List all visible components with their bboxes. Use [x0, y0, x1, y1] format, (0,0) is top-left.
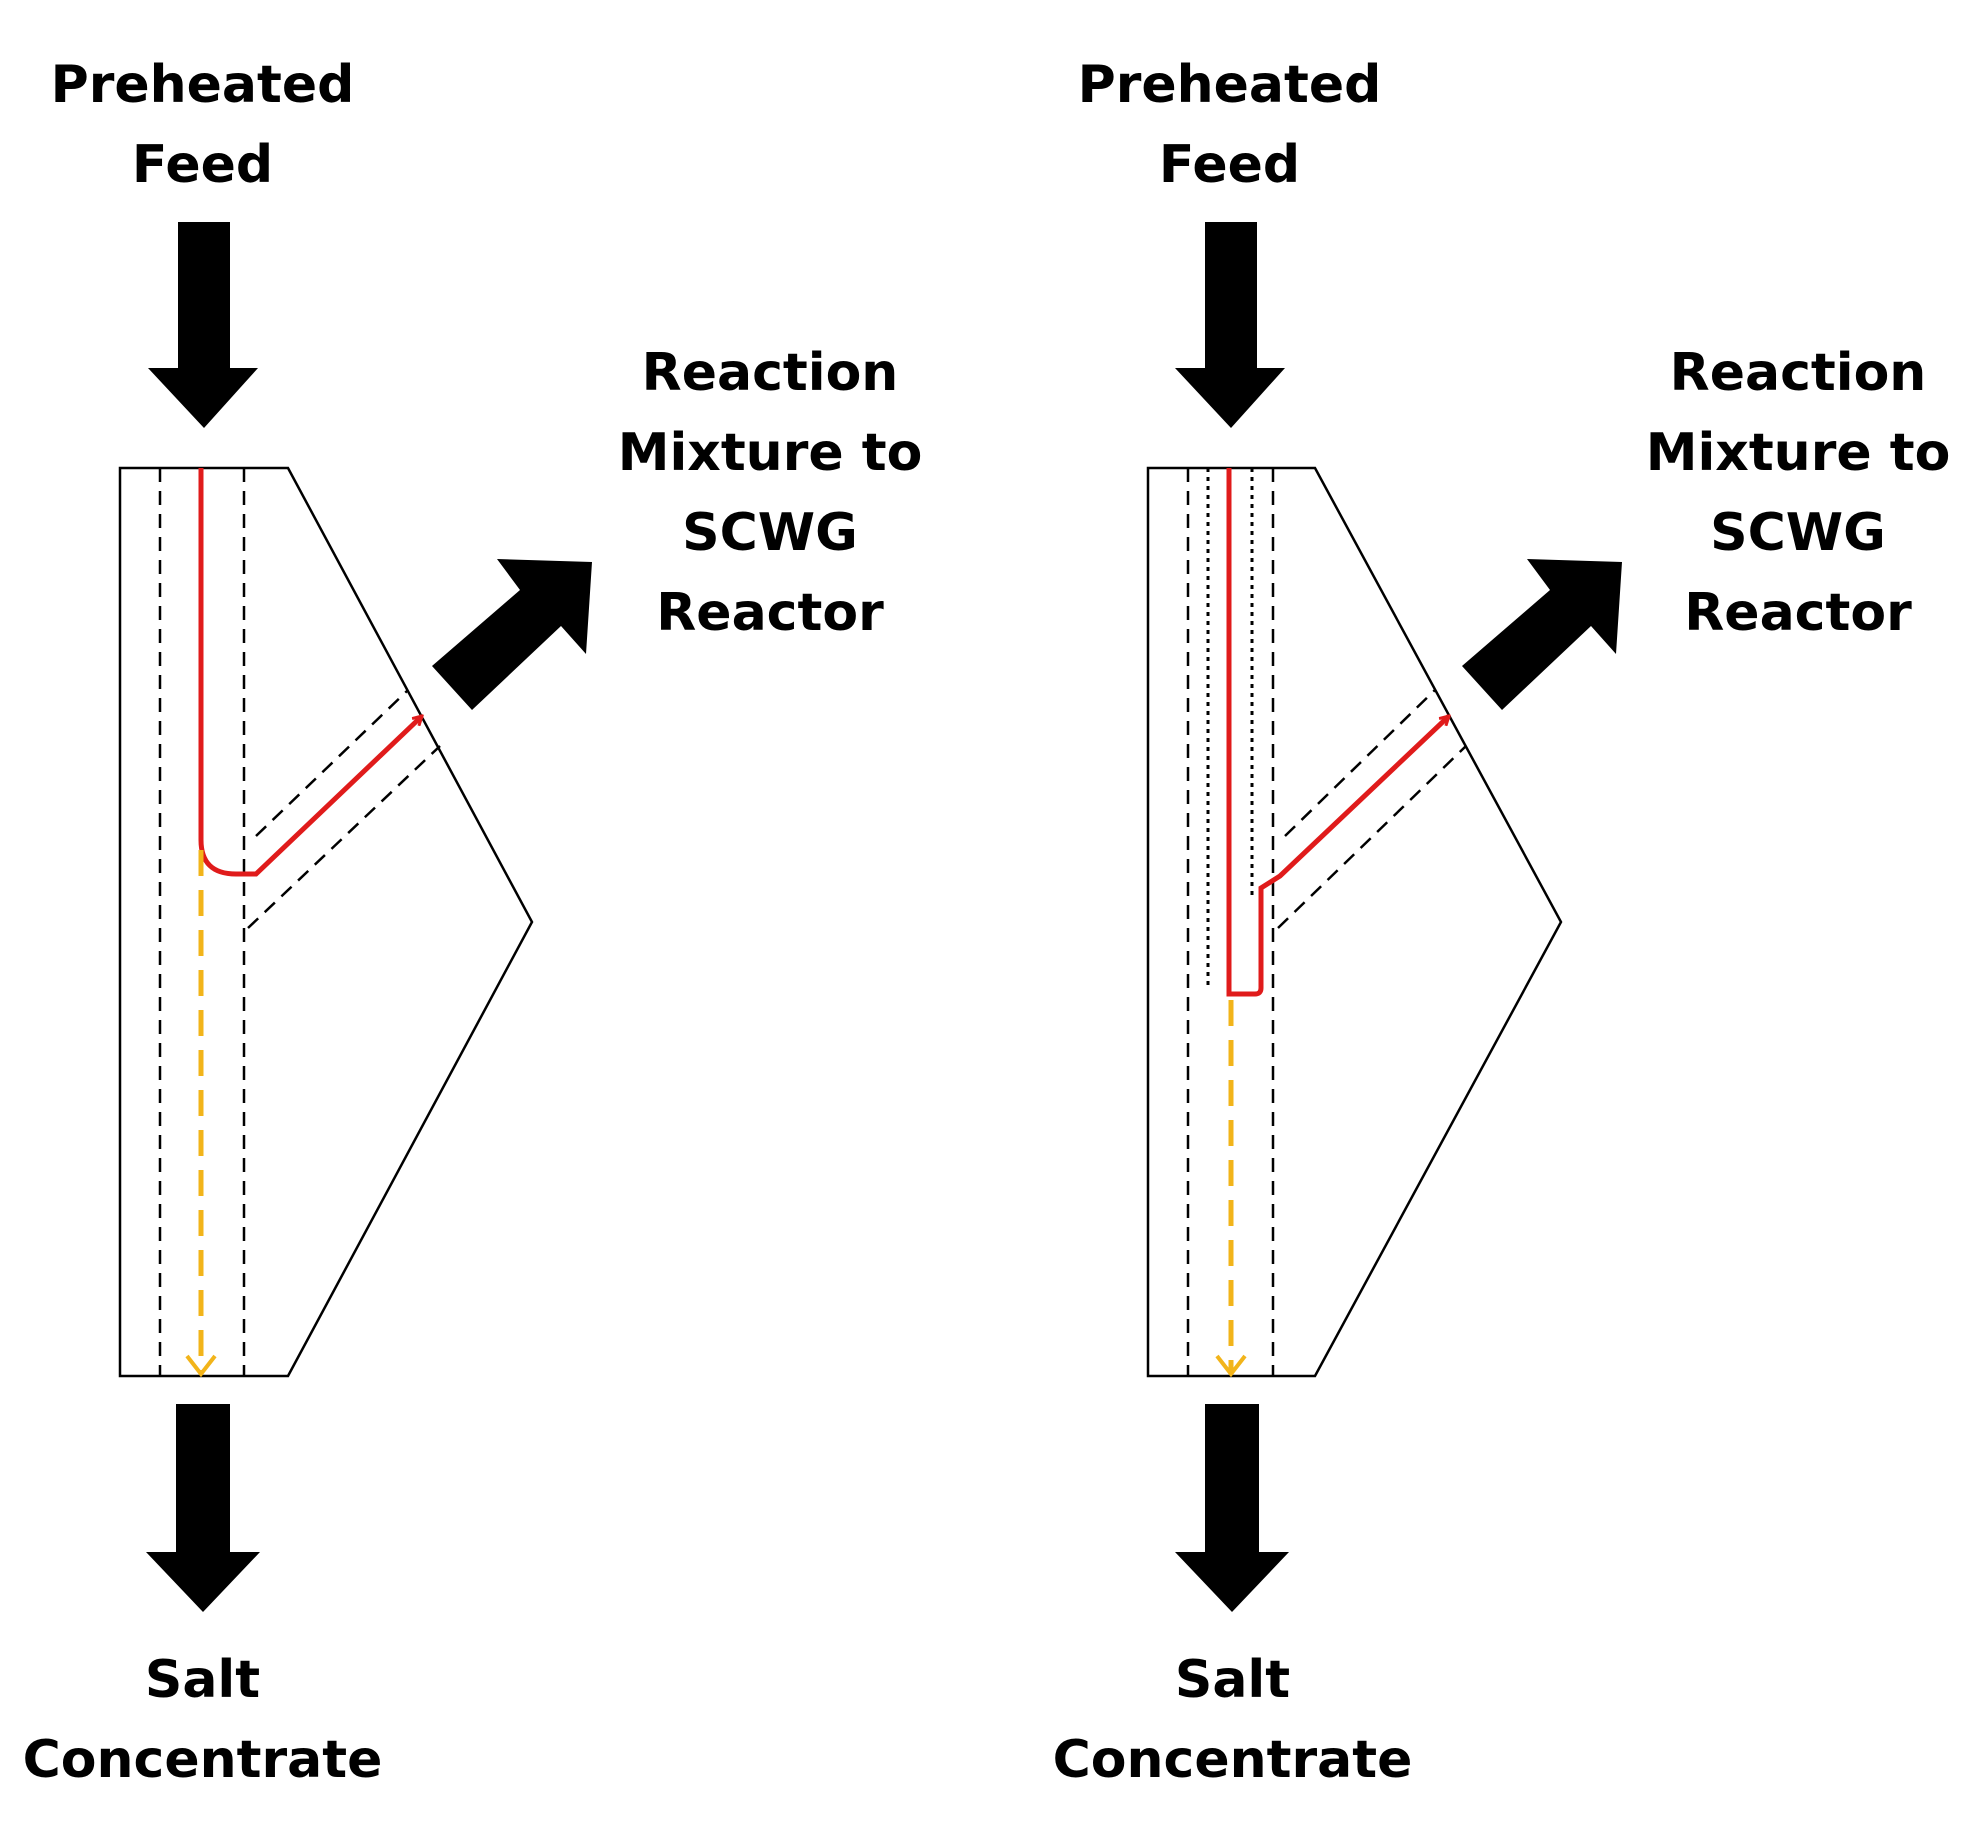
salt-flow-arrowhead: [1215, 1354, 1247, 1378]
reaction-label-line: Reactor: [1684, 583, 1912, 643]
outlet-channel-wall-lower: [1277, 745, 1467, 929]
salt-flow-arrowhead: [185, 1354, 217, 1378]
left-reaction-label: Reaction Mixture to SCWG Reactor: [600, 333, 940, 653]
right-reaction-label: Reaction Mixture to SCWG Reactor: [1628, 333, 1968, 653]
reaction-label-line: Mixture to: [1645, 423, 1951, 483]
outlet-channel-wall-lower: [247, 745, 441, 929]
reaction-label-line: Reaction: [1669, 343, 1927, 403]
salt-down-arrow: [1175, 1404, 1289, 1612]
reaction-label-line: Reactor: [656, 583, 884, 643]
feed-label-line: Feed: [1158, 135, 1301, 195]
reaction-label-line: SCWG: [682, 503, 858, 563]
feed-label-line: Feed: [131, 135, 274, 195]
outlet-channel-wall-upper: [1284, 689, 1436, 837]
reaction-out-arrow: [1462, 559, 1622, 710]
reaction-flow-path: [1226, 468, 1449, 997]
feed-label-line: Preheated: [1077, 55, 1382, 115]
salt-label-line: Salt: [144, 1650, 261, 1710]
salt-label-line: Concentrate: [1052, 1730, 1413, 1790]
right-separator-panel: [1146, 222, 1622, 1612]
outlet-channel-wall-upper: [255, 689, 409, 837]
reaction-label-line: Reaction: [641, 343, 899, 403]
feed-label-line: Preheated: [50, 55, 355, 115]
salt-label-line: Concentrate: [22, 1730, 383, 1790]
right-salt-label: Salt Concentrate: [1050, 1640, 1415, 1800]
reaction-label-line: Mixture to: [617, 423, 923, 483]
salt-label-line: Salt: [1174, 1650, 1291, 1710]
left-separator-panel: [118, 222, 592, 1612]
left-feed-label: Preheated Feed: [40, 45, 365, 205]
reaction-out-arrow: [432, 559, 592, 710]
reaction-flow-path: [198, 468, 422, 877]
feed-down-arrow: [148, 222, 258, 428]
reaction-label-line: SCWG: [1710, 503, 1886, 563]
right-feed-label: Preheated Feed: [1067, 45, 1392, 205]
separator-vessel-outline: [1146, 466, 1563, 1378]
salt-down-arrow: [146, 1404, 260, 1612]
feed-down-arrow: [1175, 222, 1285, 428]
left-salt-label: Salt Concentrate: [20, 1640, 385, 1800]
separator-vessel-outline: [118, 466, 534, 1378]
